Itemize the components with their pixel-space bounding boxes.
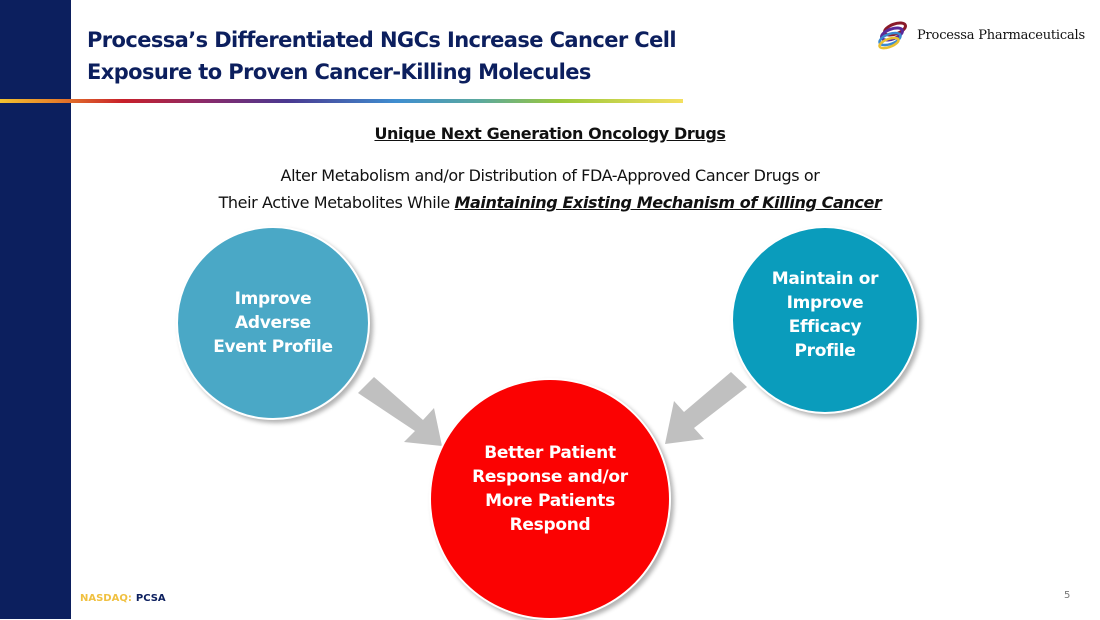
circle-text: Improve (786, 293, 864, 313)
body-line-2: Their Active Metabolites While Maintaini… (0, 189, 1100, 216)
sidebar-bar (0, 0, 71, 619)
logo-text: Processa Pharmaceuticals (917, 27, 1085, 43)
logo-rings-icon (878, 21, 907, 50)
body-line-2-emphasis: Maintaining Existing Mechanism of Killin… (454, 193, 882, 212)
body-line-2-plain: Their Active Metabolites While (218, 193, 455, 212)
exchange-label: NASDAQ: (80, 593, 132, 604)
title-line-2: Exposure to Proven Cancer-Killing Molecu… (87, 60, 591, 84)
circle-text: Maintain or (771, 269, 879, 289)
arrow-left-to-bottom (358, 377, 442, 446)
body-text: Alter Metabolism and/or Distribution of … (0, 162, 1100, 216)
circle-text: Improve (234, 289, 312, 309)
ticker-symbol: PCSA (135, 593, 166, 604)
circle-text: Efficacy (788, 317, 862, 337)
body-line-1: Alter Metabolism and/or Distribution of … (280, 166, 820, 185)
arrow-right-to-bottom (665, 372, 747, 444)
circle-text: Adverse (235, 313, 311, 333)
circle-text: Better Patient (484, 443, 616, 463)
circle-text: Profile (794, 341, 856, 361)
subheading: Unique Next Generation Oncology Drugs (374, 124, 726, 143)
circle-text: Response and/or (472, 467, 628, 487)
footer-ticker: NASDAQ:PCSA (80, 593, 166, 604)
slide-title: Processa’s Differentiated NGCs Increase … (87, 24, 677, 88)
circle-text: More Patients (485, 491, 615, 511)
page-number: 5 (1064, 590, 1071, 601)
company-logo: Processa Pharmaceuticals (875, 20, 1085, 50)
title-line-1: Processa’s Differentiated NGCs Increase … (87, 28, 677, 52)
circle-text: Event Profile (213, 337, 333, 357)
gradient-divider (0, 99, 683, 103)
circle-text: Respond (509, 515, 591, 535)
